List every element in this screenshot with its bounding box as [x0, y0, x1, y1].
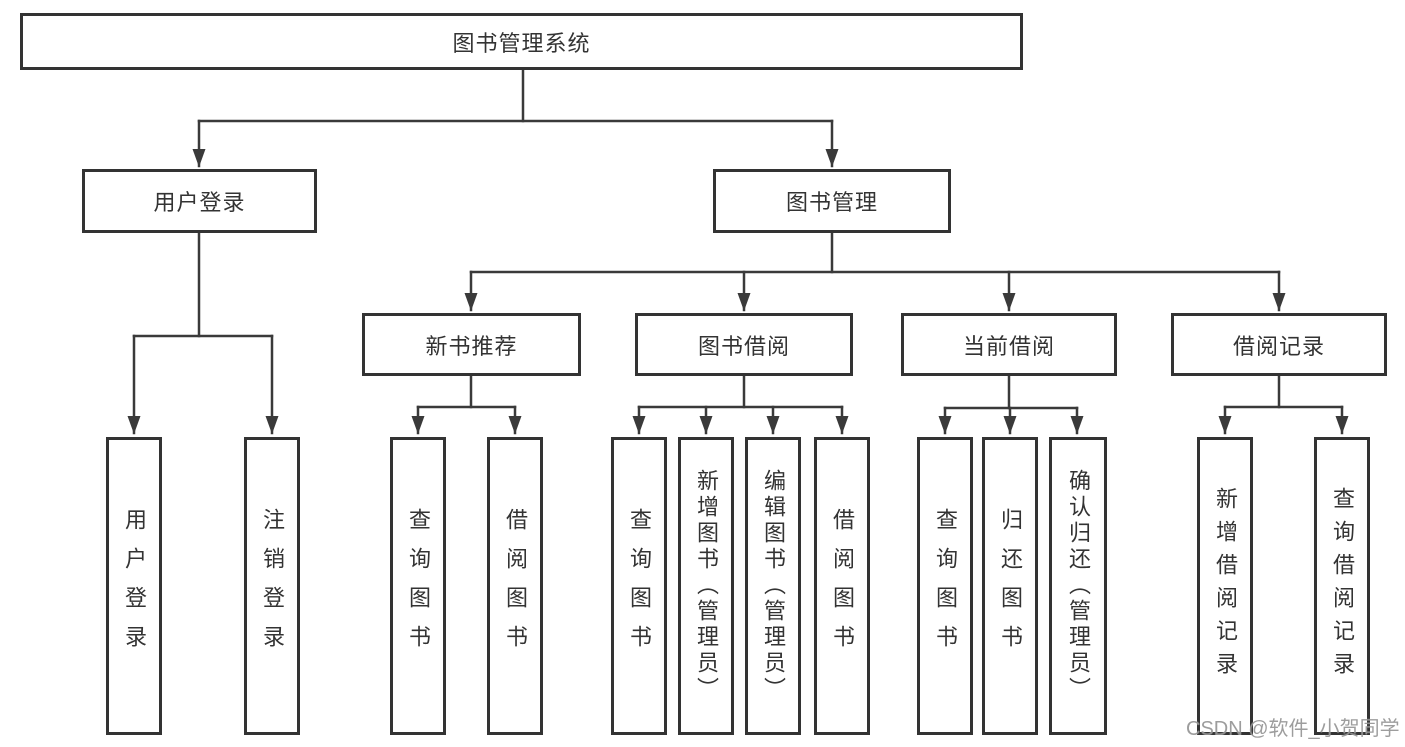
node-leaf-bb-borrow: 借阅图书 — [814, 437, 870, 735]
node-book-borrow: 图书借阅 — [635, 313, 853, 376]
node-leaf-bb-query-label: 查询图书 — [627, 508, 652, 664]
node-user-login: 用户登录 — [82, 169, 317, 233]
node-current-borrow-label: 当前借阅 — [962, 333, 1055, 359]
node-leaf-bb-borrow-label: 借阅图书 — [830, 508, 855, 664]
node-leaf-nb-query: 查询图书 — [390, 437, 446, 735]
node-leaf-bb-add-label: 新增图书（管理员） — [694, 469, 719, 703]
node-user-login-label: 用户登录 — [153, 190, 246, 215]
node-leaf-bb-edit-label: 编辑图书（管理员） — [761, 469, 786, 703]
node-current-borrow: 当前借阅 — [901, 313, 1117, 376]
node-book-mgmt-label: 图书管理 — [785, 190, 878, 215]
node-leaf-bb-add: 新增图书（管理员） — [678, 437, 734, 735]
node-leaf-br-query: 查询借阅记录 — [1314, 437, 1370, 735]
node-leaf-cb-return: 归还图书 — [982, 437, 1038, 735]
node-root: 图书管理系统 — [20, 13, 1023, 70]
node-leaf-cb-return-label: 归还图书 — [998, 508, 1023, 664]
node-leaf-cb-confirm: 确认归还（管理员） — [1049, 437, 1107, 735]
node-book-mgmt: 图书管理 — [713, 169, 951, 233]
node-leaf-logout: 注销登录 — [244, 437, 300, 735]
node-leaf-br-add-label: 新增借阅记录 — [1213, 487, 1238, 685]
node-leaf-user-login: 用户登录 — [106, 437, 162, 735]
node-leaf-cb-confirm-label: 确认归还（管理员） — [1066, 469, 1091, 703]
node-leaf-bb-edit: 编辑图书（管理员） — [745, 437, 801, 735]
node-new-books-label: 新书推荐 — [425, 333, 518, 359]
node-leaf-cb-query-label: 查询图书 — [933, 508, 958, 664]
node-leaf-logout-label: 注销登录 — [260, 508, 285, 664]
node-leaf-user-login-label: 用户登录 — [122, 508, 147, 664]
node-new-books: 新书推荐 — [362, 313, 581, 376]
node-leaf-cb-query: 查询图书 — [917, 437, 973, 735]
node-book-borrow-label: 图书借阅 — [697, 333, 790, 359]
node-leaf-br-query-label: 查询借阅记录 — [1330, 487, 1355, 685]
node-leaf-br-add: 新增借阅记录 — [1197, 437, 1253, 735]
node-root-label: 图书管理系统 — [452, 30, 591, 56]
node-leaf-nb-borrow: 借阅图书 — [487, 437, 543, 735]
node-borrow-records-label: 借阅记录 — [1232, 333, 1325, 359]
node-leaf-nb-query-label: 查询图书 — [406, 508, 431, 664]
csdn-watermark: CSDN @软件_小贺同学 — [1186, 718, 1400, 740]
node-leaf-bb-query: 查询图书 — [611, 437, 667, 735]
node-borrow-records: 借阅记录 — [1171, 313, 1387, 376]
node-leaf-nb-borrow-label: 借阅图书 — [503, 508, 528, 664]
